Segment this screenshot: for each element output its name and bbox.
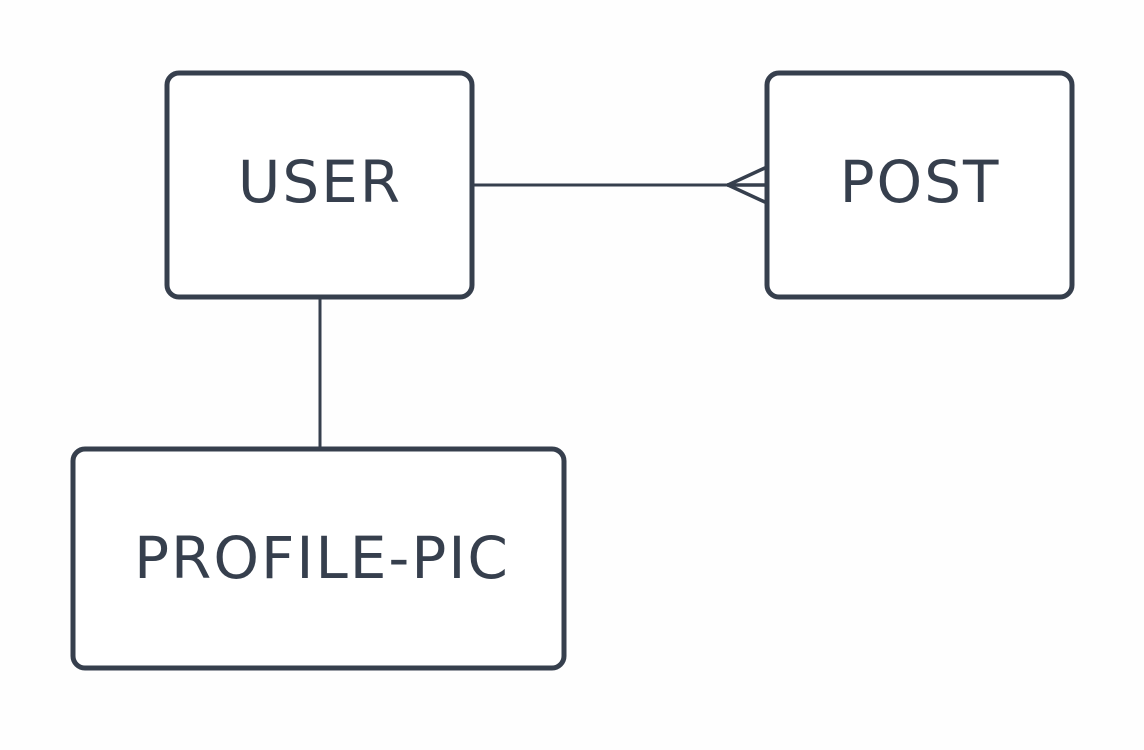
entity-post-box: [764, 70, 1075, 300]
crows-foot-icon: [726, 165, 769, 205]
entity-post[interactable]: POST: [764, 70, 1075, 300]
entity-post-label: POST: [840, 148, 1001, 216]
entity-profile-pic-label: PROFILE-PIC: [134, 524, 510, 592]
entity-user[interactable]: USER: [164, 70, 475, 300]
entity-user-box: [164, 70, 475, 300]
entity-user-label: USER: [238, 148, 402, 216]
relationship-user-post[interactable]: [472, 165, 769, 205]
entity-profile-pic[interactable]: PROFILE-PIC: [70, 446, 567, 671]
entity-profile-pic-box: [70, 446, 567, 671]
